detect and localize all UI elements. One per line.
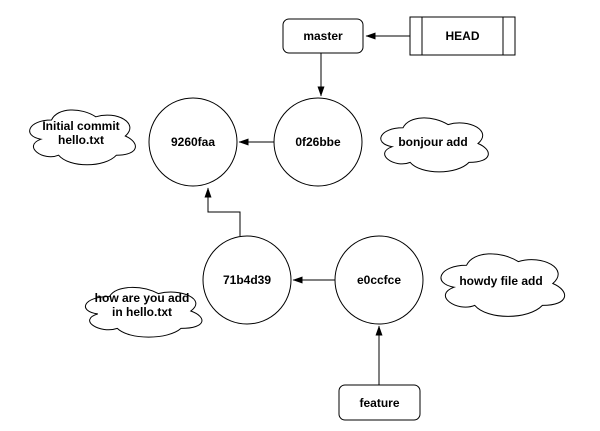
cloud-bonjour-add (380, 117, 489, 173)
master-branch-box (282, 18, 364, 54)
cloud-initial-commit (29, 109, 136, 166)
arrow-71b4d39-to-9260faa (204, 187, 241, 236)
head-box (409, 16, 516, 56)
cloud-how-are-you-add (85, 286, 203, 338)
cloud-howdy-file-add (440, 253, 565, 317)
commit-node-9260faa (148, 97, 238, 187)
commit-node-71b4d39 (202, 235, 292, 325)
commit-node-0f26bbe (273, 97, 363, 187)
feature-branch-box (338, 384, 421, 421)
commit-node-e0ccfce (334, 235, 424, 325)
